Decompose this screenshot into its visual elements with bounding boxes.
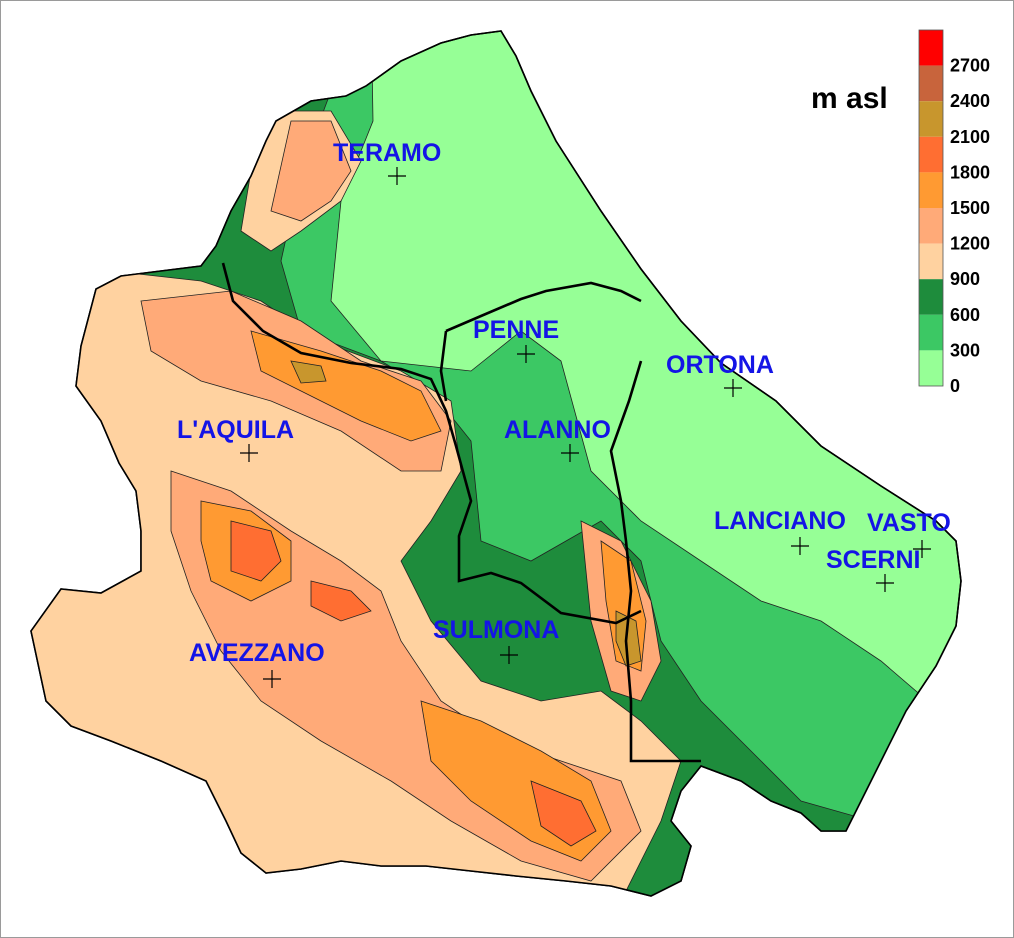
city-label: SCERNI xyxy=(826,546,920,574)
city-marker xyxy=(724,379,742,397)
city-marker xyxy=(913,540,931,558)
city-penne: PENNE xyxy=(473,316,559,363)
city-label: ORTONA xyxy=(666,351,774,379)
legend-tick-label: 300 xyxy=(950,340,980,360)
legend-tick-label: 0 xyxy=(950,376,960,396)
city-label: ALANNO xyxy=(504,416,611,444)
city-marker xyxy=(561,444,579,462)
city-ortona: ORTONA xyxy=(666,351,774,397)
city-marker xyxy=(517,345,535,363)
city-layer: TERAMO PENNE ORTONA L'AQUILA ALANNO LANC… xyxy=(177,139,951,688)
elevation-legend: m asl 2700 2400 2100 1800 1500 1200 900 600 300 0 xyxy=(811,29,990,396)
province-boundaries xyxy=(221,262,701,763)
city-avezzano: AVEZZANO xyxy=(189,639,325,688)
city-marker xyxy=(263,670,281,688)
city-alanno: ALANNO xyxy=(504,416,611,462)
city-vasto: VASTO xyxy=(867,509,951,558)
legend-tick-label: 1800 xyxy=(950,162,990,182)
city-teramo: TERAMO xyxy=(333,139,441,185)
city-label: L'AQUILA xyxy=(177,416,294,444)
legend-tick-label: 900 xyxy=(950,269,980,289)
city-label: PENNE xyxy=(473,316,559,344)
city-sulmona: SULMONA xyxy=(433,616,559,664)
region-outline xyxy=(30,30,962,897)
legend-swatch xyxy=(919,243,943,280)
legend-swatch xyxy=(919,208,943,244)
city-marker xyxy=(240,444,258,462)
legend-tick-label: 1500 xyxy=(950,198,990,218)
legend-frame xyxy=(918,29,944,387)
legend-tick-label: 2700 xyxy=(950,56,990,76)
city-scerni: SCERNI xyxy=(826,546,920,592)
legend-swatch xyxy=(919,30,943,66)
legend-swatch xyxy=(919,101,943,137)
city-marker xyxy=(388,167,406,185)
legend-swatches xyxy=(918,29,944,387)
city-label: AVEZZANO xyxy=(189,639,325,667)
city-label: LANCIANO xyxy=(714,507,846,535)
city-label: SULMONA xyxy=(433,616,559,644)
legend-tick-label: 2400 xyxy=(950,91,990,111)
legend-tick-label: 2100 xyxy=(950,127,990,147)
legend-swatch xyxy=(919,314,943,351)
legend-unit: m asl xyxy=(811,82,888,115)
legend-ticks: 2700 2400 2100 1800 1500 1200 900 600 300 0 xyxy=(950,56,990,396)
city-label: VASTO xyxy=(867,509,951,537)
legend-tick-label: 600 xyxy=(950,305,980,325)
legend-swatch xyxy=(919,279,943,315)
legend-swatch xyxy=(919,172,943,208)
city-marker xyxy=(791,537,809,555)
legend-swatch xyxy=(919,350,943,386)
legend-tick-label: 1200 xyxy=(950,234,990,254)
legend-swatch xyxy=(919,136,943,173)
city-label: TERAMO xyxy=(333,139,441,167)
legend-swatch xyxy=(919,65,943,102)
city-laquila: L'AQUILA xyxy=(177,416,294,462)
city-marker xyxy=(876,574,894,592)
city-marker xyxy=(500,646,518,664)
city-lanciano: LANCIANO xyxy=(714,507,846,555)
